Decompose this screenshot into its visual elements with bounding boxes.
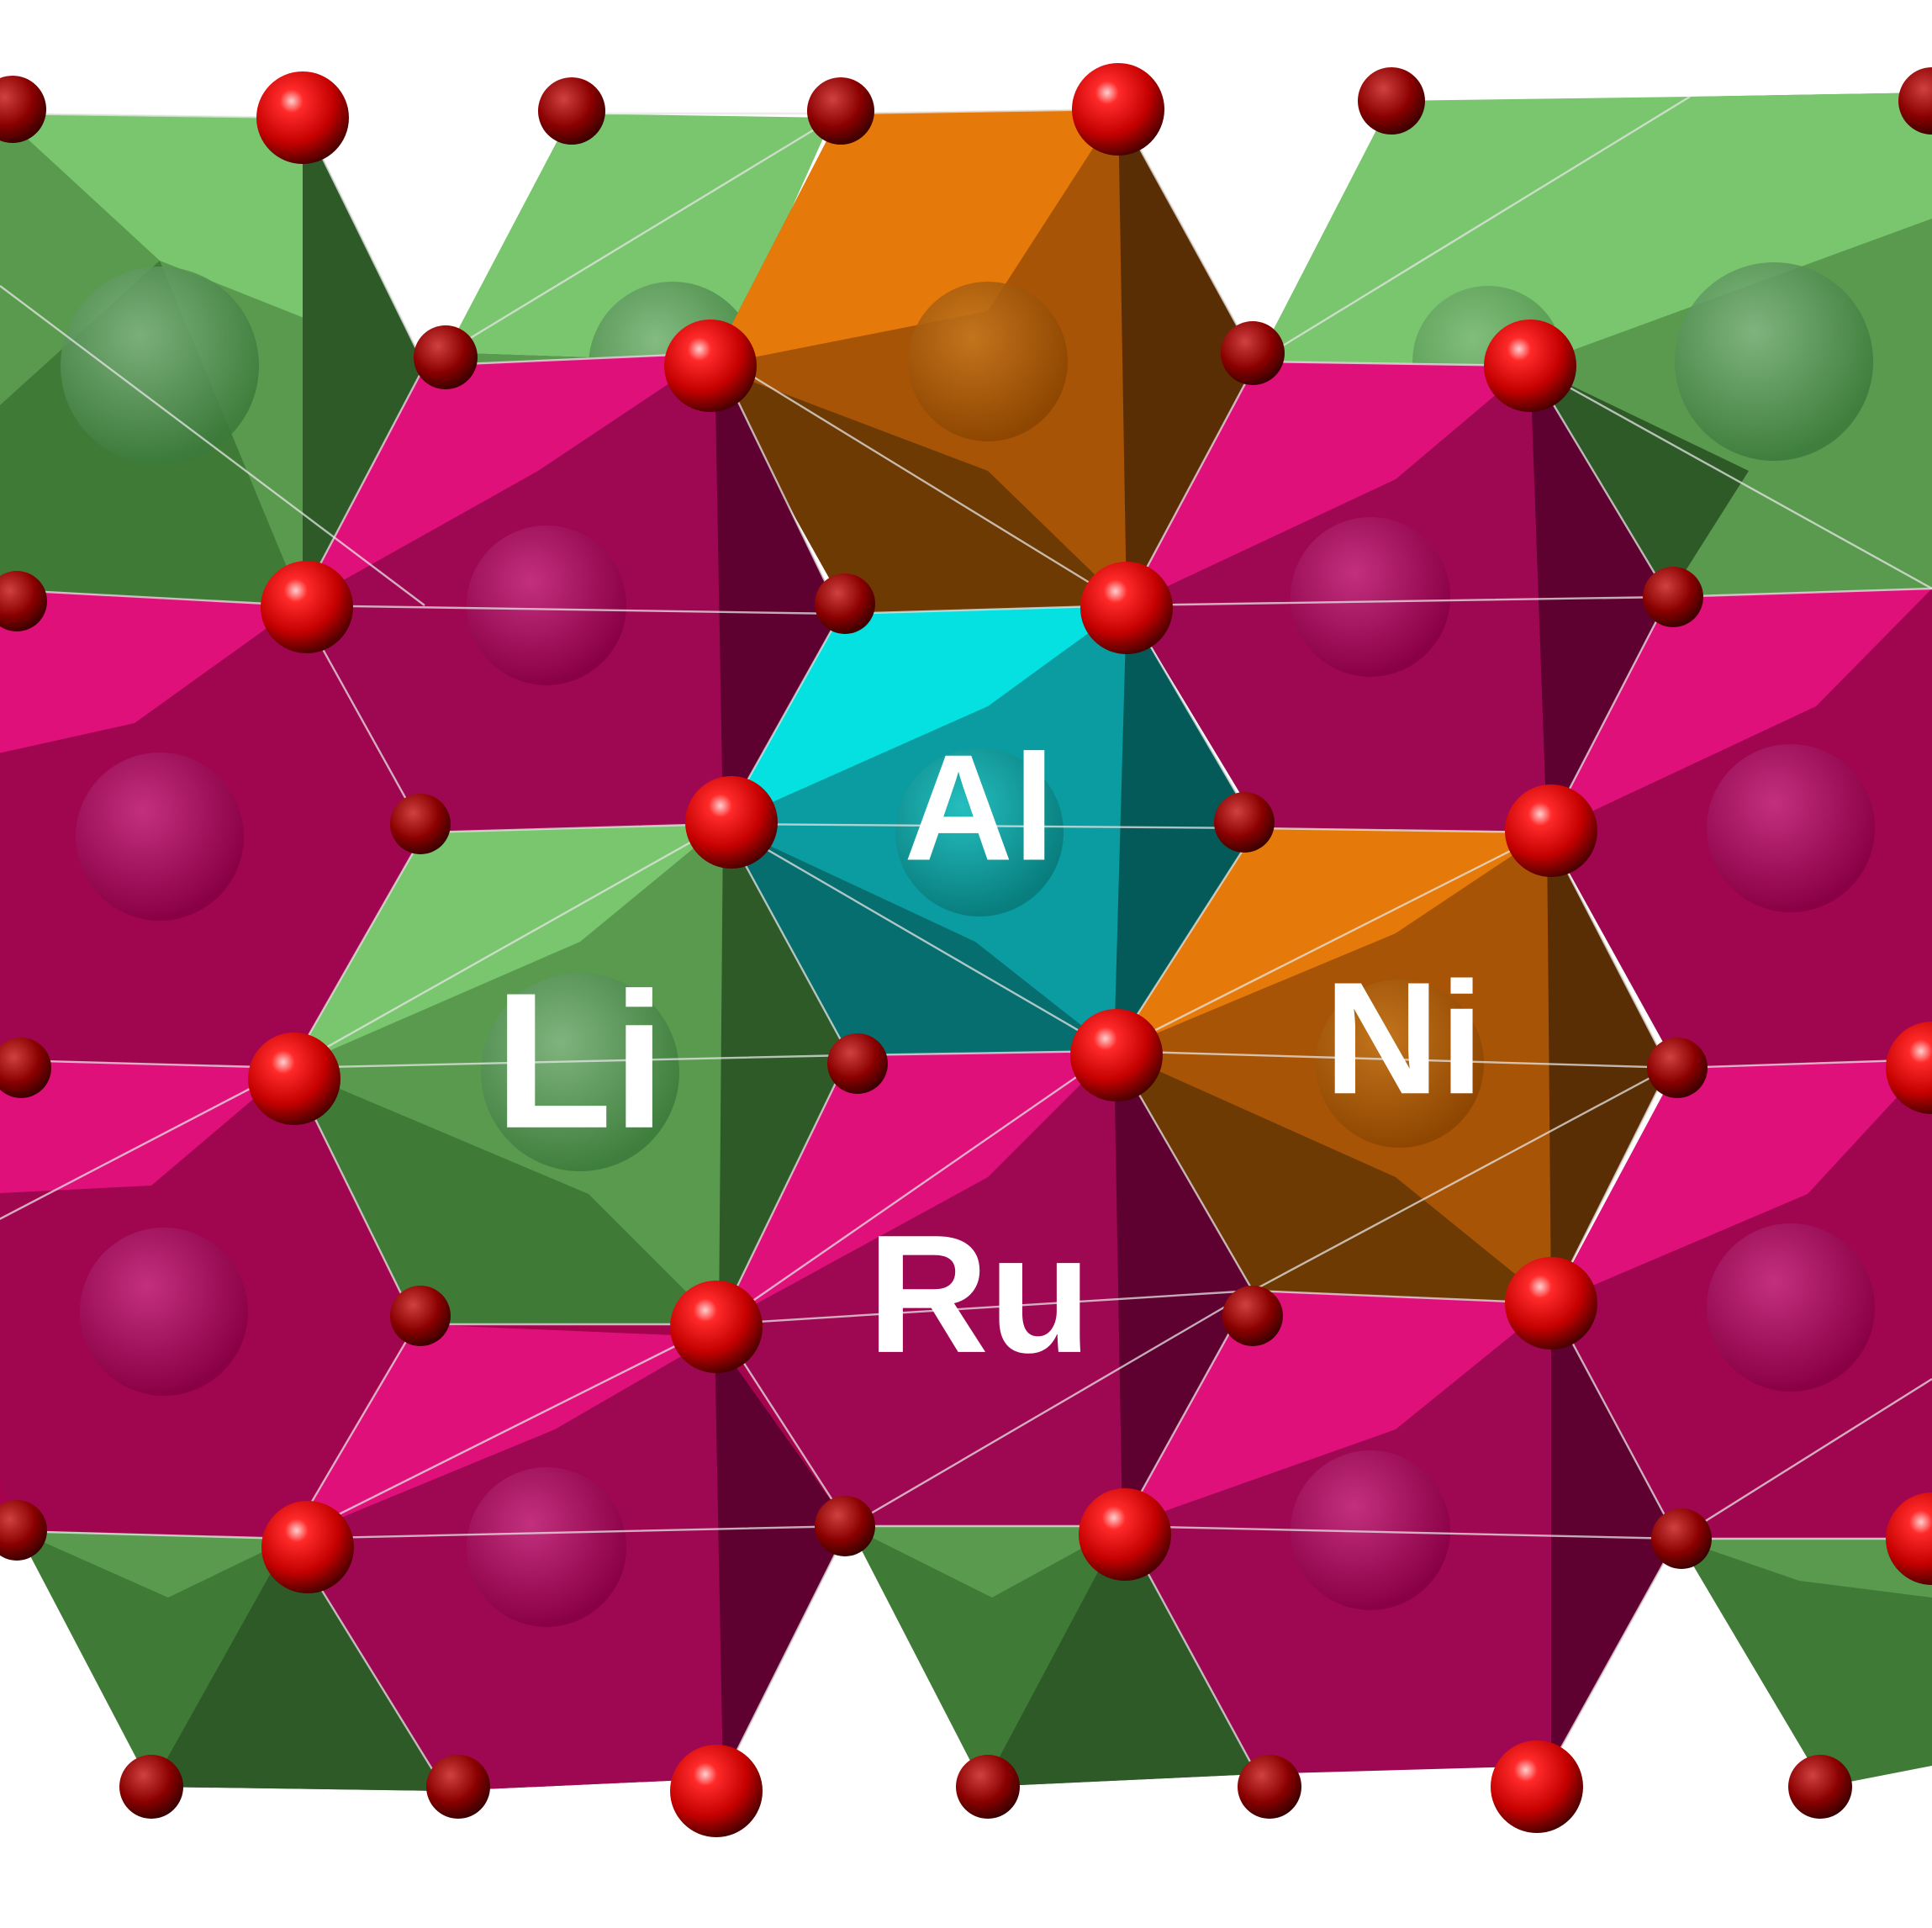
oxygen-atom [827,1033,888,1094]
oxygen-atom [1898,67,1932,135]
oxygen-atom [1491,1740,1583,1833]
oxygen-atom [1484,320,1576,412]
oxygen-atom [0,1038,51,1098]
oxygen-atom [1643,567,1703,627]
oxygen-atom [0,571,47,631]
element-labels: Li Al Ni Ru [494,724,1484,1388]
oxygen-atom [1238,1755,1301,1819]
oxygen-atom [956,1755,1020,1819]
label-ru: Ru [868,1201,1092,1388]
oxygen-atom [0,76,46,143]
oxygen-atom [390,1286,451,1346]
li-center-octahedron [290,824,849,1324]
oxygen-atom [1222,1286,1283,1346]
oxygen-atom [670,1745,763,1837]
oxygen-atom [1647,1038,1708,1098]
oxygen-atom [256,71,349,164]
oxygen-atom [807,77,874,145]
label-li: Li [494,953,666,1169]
oxygen-atom [390,794,451,854]
oxygen-atom [538,77,605,145]
li-octahedron [1530,92,1932,605]
oxygen-atoms [0,63,1932,1837]
ni-octahedron [710,109,1257,614]
top-row-octahedra [0,92,1932,614]
oxygen-atom [1886,1022,1932,1114]
oxygen-atom [1070,1009,1163,1101]
ru-octahedra-layer [0,353,1932,1791]
oxygen-atom [1505,1257,1597,1350]
label-al: Al [904,724,1055,893]
oxygen-atom [685,776,778,869]
bottom-row-octahedra [17,1526,1932,1791]
oxygen-atom [119,1755,183,1819]
oxygen-atom [1072,63,1164,156]
oxygen-atom [815,573,875,634]
oxygen-atom [815,1496,875,1556]
oxygen-atom [1788,1755,1852,1819]
oxygen-atom [670,1281,763,1373]
oxygen-atom [261,1501,354,1593]
oxygen-atom [664,320,757,412]
oxygen-atom [1358,67,1425,135]
oxygen-atom [1221,321,1285,385]
oxygen-atom [1505,784,1597,877]
oxygen-atom [261,561,353,653]
oxygen-atom [1214,792,1275,853]
oxygen-atom [414,325,478,389]
al-octahedron [723,605,1257,1055]
oxygen-atom [426,1755,490,1819]
label-ni: Ni [1324,949,1484,1128]
oxygen-atom [0,1500,47,1561]
oxygen-atom [1651,1508,1712,1569]
li-octahedron [0,114,425,605]
oxygen-atom [1079,1488,1171,1581]
oxygen-atom [1886,1492,1932,1585]
oxygen-atom [248,1033,340,1125]
oxygen-atom [1080,562,1173,654]
